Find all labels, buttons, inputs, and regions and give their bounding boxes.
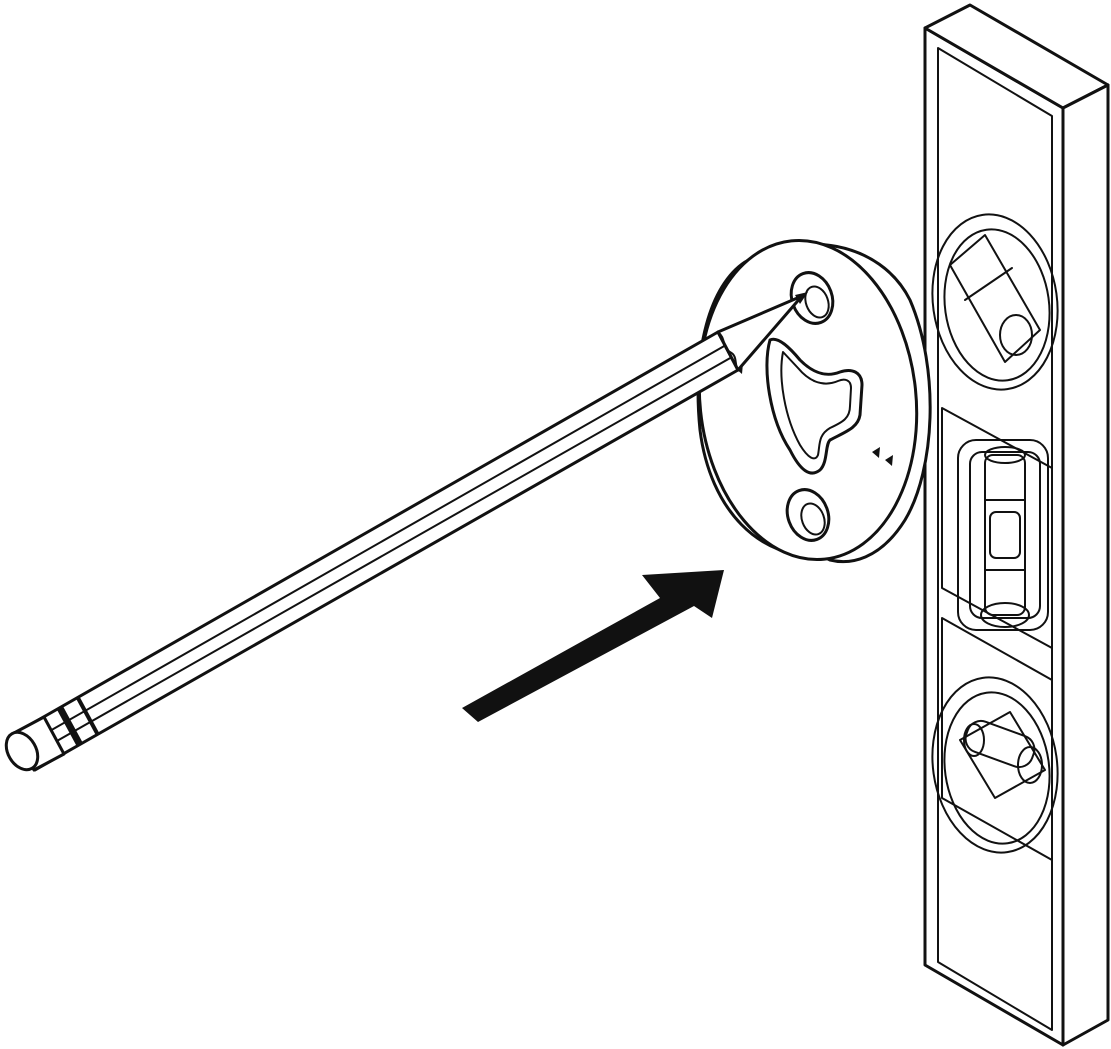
alignment-mark <box>885 455 893 466</box>
vial-middle <box>941 407 1053 649</box>
vial-bottom <box>931 617 1059 861</box>
level-front-face <box>923 26 1065 1047</box>
vial-top <box>931 213 1059 391</box>
keyhole-slot <box>765 337 864 475</box>
pencil-icon <box>4 292 808 772</box>
mounting-bracket-icon <box>696 238 932 564</box>
screw-hole-bottom <box>785 488 831 542</box>
keyhole-inner <box>780 351 852 460</box>
spirit-level-icon <box>923 3 1110 1047</box>
eraser-cap <box>4 730 40 772</box>
alignment-mark <box>872 447 880 458</box>
level-side-face <box>1061 83 1110 1047</box>
pencil-lead <box>795 292 808 304</box>
arrow-icon <box>462 570 724 722</box>
direction-arrow <box>462 570 724 722</box>
level-inner-border <box>937 47 1053 1031</box>
